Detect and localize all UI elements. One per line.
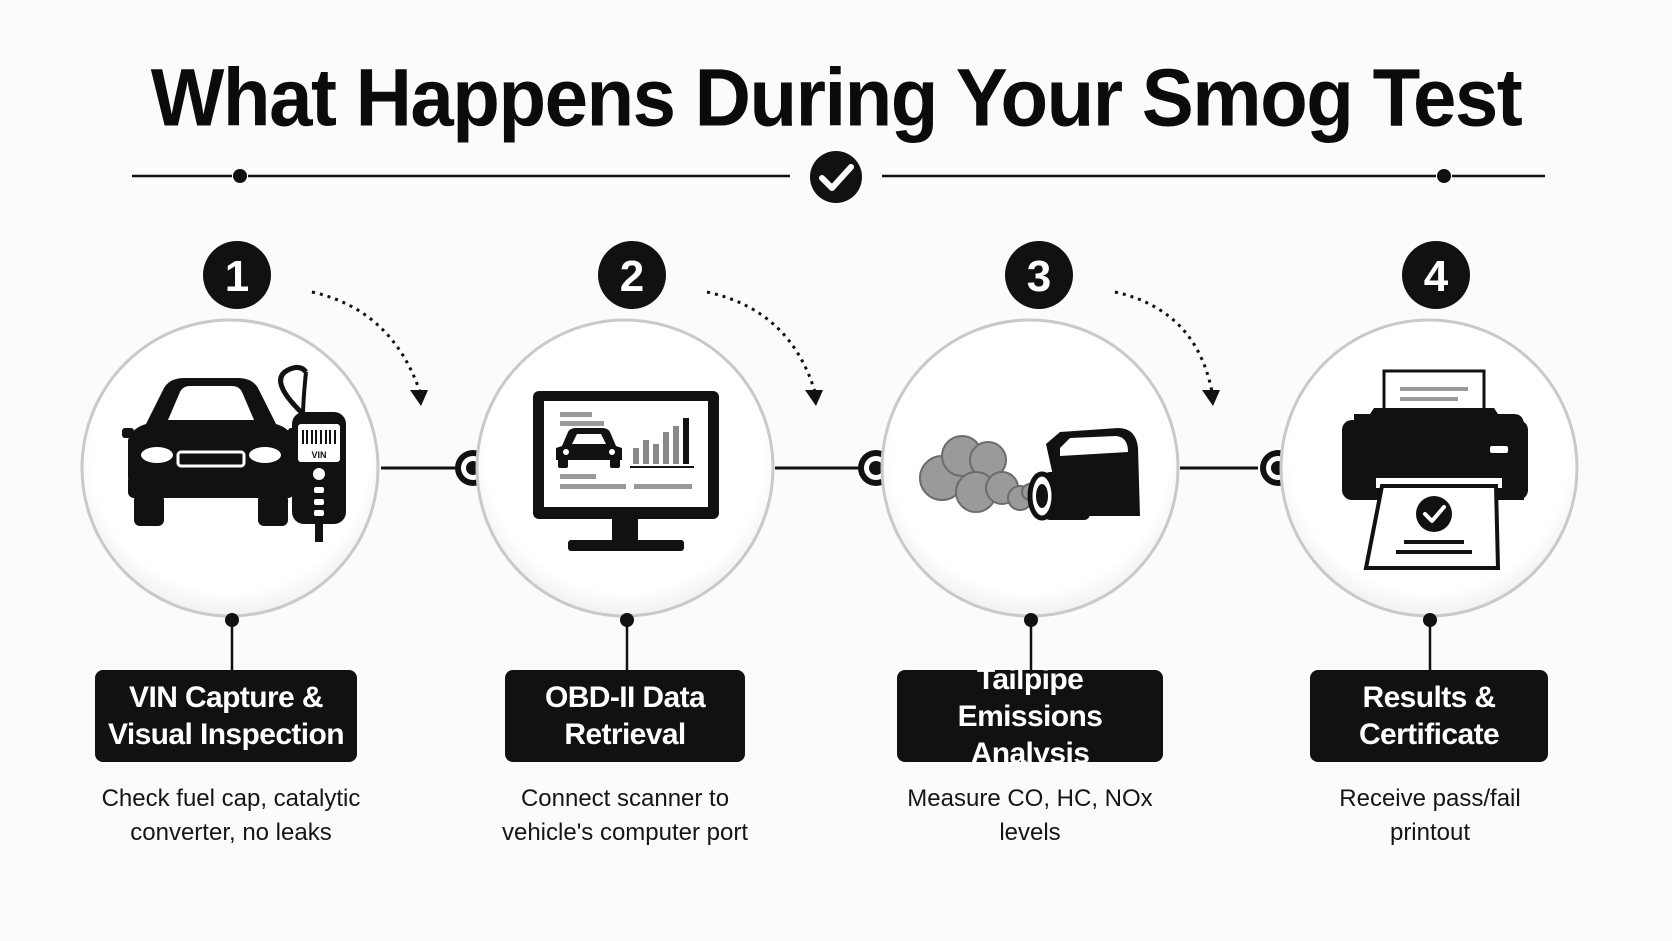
step-1-description: Check fuel cap, catalytic converter, no … — [101, 785, 361, 846]
label-drop-lines — [230, 616, 1432, 672]
label-drop-dots — [225, 613, 1437, 627]
step-number-badge: 1 — [203, 241, 271, 309]
flow-arrow-icon — [311, 290, 1214, 393]
step-2-title: OBD-II Data Retrieval — [505, 670, 745, 762]
step-3-description: Measure CO, HC, NOx levels — [907, 785, 1153, 846]
step-3-title: Tailpipe Emissions Analysis — [897, 663, 1163, 770]
step-number-badge: 3 — [1005, 241, 1073, 309]
scanner-label: VIN — [311, 450, 326, 460]
step-number: 2 — [620, 252, 644, 301]
printer-certificate-icon — [1342, 369, 1528, 570]
exhaust-pipe-icon — [1027, 471, 1090, 521]
step-number-badge: 2 — [598, 241, 666, 309]
tailpipe-exhaust-icon — [919, 428, 1140, 521]
step-number: 1 — [225, 252, 249, 301]
step-number: 3 — [1027, 252, 1051, 301]
step-number: 4 — [1424, 252, 1449, 301]
step-2-description: Connect scanner to vehicle's computer po… — [501, 785, 749, 846]
divider-dot — [1437, 169, 1451, 183]
arrowheads — [410, 390, 1220, 406]
step-number-badge: 4 — [1402, 241, 1470, 309]
page-title: What Happens During Your Smog Test — [150, 50, 1523, 144]
step-4-title: Results & Certificate — [1310, 670, 1548, 762]
computer-monitor-diagnostics-icon — [533, 391, 719, 551]
vin-scanner-icon: VIN — [278, 364, 346, 542]
checkmark-icon — [1416, 496, 1452, 532]
divider-dot — [233, 169, 247, 183]
bar-chart-icon — [630, 418, 694, 468]
step-4-description: Receive pass/fail printout — [1339, 785, 1521, 846]
step-1-title: VIN Capture & Visual Inspection — [95, 670, 357, 762]
checkmark-badge-icon — [810, 151, 862, 203]
car-icon — [556, 428, 622, 468]
car-and-vin-scanner-icon: VIN — [122, 364, 346, 542]
